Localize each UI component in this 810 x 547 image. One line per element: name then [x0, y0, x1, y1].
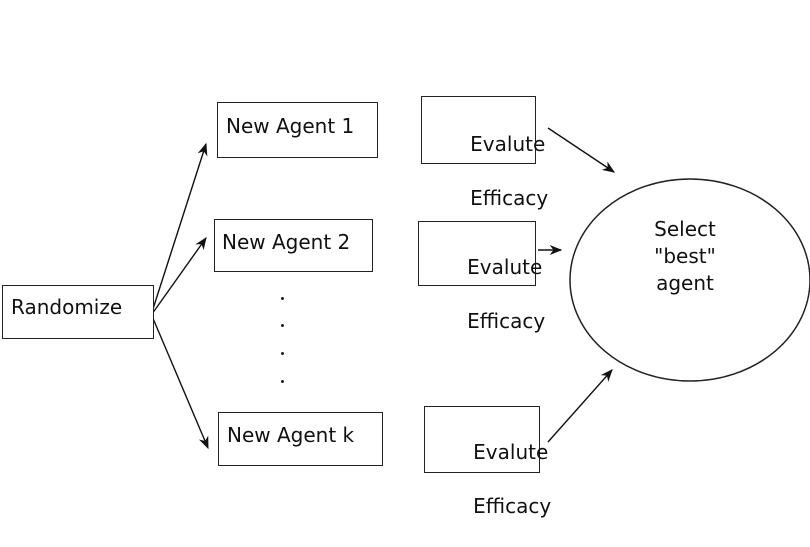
select-line-2: "best" — [654, 244, 716, 268]
arrow-eval-k-to-select — [547, 369, 613, 443]
ellipsis-dot — [281, 324, 284, 327]
arrow-randomize-to-agent-k — [151, 315, 209, 450]
randomize-box: Randomize — [2, 285, 154, 339]
evaluate-2-line-2: Efficacy — [467, 309, 546, 333]
select-best-agent-node — [569, 178, 810, 382]
new-agent-2-label: New Agent 2 — [222, 230, 351, 254]
ellipsis-dot — [281, 380, 284, 383]
evaluate-efficacy-2-box: Evalute Efficacy — [418, 221, 545, 333]
arrow-eval-1-to-select — [547, 127, 616, 173]
evaluate-k-line-1: Evalute — [473, 440, 549, 464]
arrow-randomize-to-agent-1 — [151, 142, 208, 313]
arrow-randomize-to-agent-2 — [151, 236, 207, 315]
new-agent-2-box: New Agent 2 — [214, 219, 373, 272]
evaluate-2-line-1: Evalute — [467, 255, 543, 279]
evaluate-efficacy-2-label: Evalute Efficacy — [429, 227, 545, 362]
evaluate-efficacy-k-box: Evalute Efficacy — [424, 406, 551, 518]
new-agent-k-label: New Agent k — [227, 423, 355, 447]
evaluate-1-line-1: Evalute — [470, 132, 546, 156]
randomize-label: Randomize — [11, 295, 123, 319]
select-line-1: Select — [654, 217, 716, 241]
evaluate-efficacy-1-label: Evalute Efficacy — [432, 104, 548, 239]
new-agent-1-label: New Agent 1 — [226, 114, 355, 138]
ellipsis-dot — [281, 352, 284, 355]
select-best-agent-label: Select "best" agent — [630, 216, 740, 297]
new-agent-1-box: New Agent 1 — [217, 102, 378, 158]
ellipsis-dot — [281, 297, 284, 300]
new-agent-k-box: New Agent k — [218, 412, 383, 466]
evaluate-efficacy-1-box: Evalute Efficacy — [421, 96, 548, 210]
evaluate-k-line-2: Efficacy — [473, 494, 552, 518]
evaluate-1-line-2: Efficacy — [470, 186, 549, 210]
select-line-3: agent — [656, 271, 714, 295]
evaluate-efficacy-k-label: Evalute Efficacy — [435, 412, 551, 547]
